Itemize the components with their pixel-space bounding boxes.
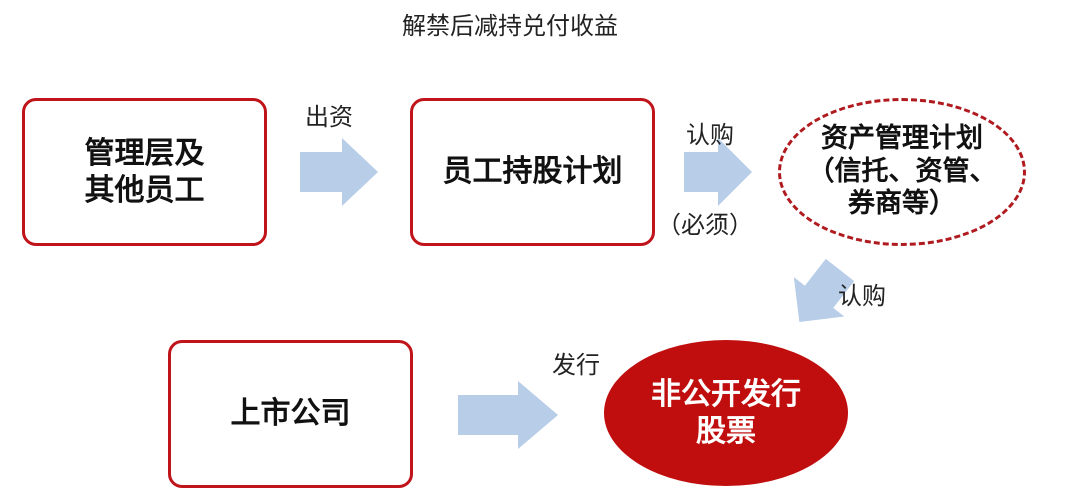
node-asset-management-plan: 资产管理计划 （信托、资管、 券商等） [778, 98, 1026, 246]
label-subscribe-1: 认购 [686, 121, 734, 149]
node-management-staff: 管理层及 其他员工 [22, 98, 267, 246]
arrow-subscribe-1 [684, 138, 752, 206]
node-employee-stock-plan: 员工持股计划 [410, 98, 655, 246]
node-private-placement: 非公开发行 股票 [604, 340, 848, 486]
label-fund: 出资 [305, 103, 353, 131]
diagram-title: 解禁后减持兑付收益 [402, 12, 618, 40]
node-listed-company: 上市公司 [168, 340, 413, 488]
arrow-fund [300, 138, 378, 206]
arrow-issue [458, 381, 558, 449]
label-issue: 发行 [552, 351, 600, 379]
label-subscribe-2: 认购 [838, 282, 886, 310]
label-required: （必须） [657, 211, 753, 239]
arrow-subscribe-2 [793, 258, 855, 323]
